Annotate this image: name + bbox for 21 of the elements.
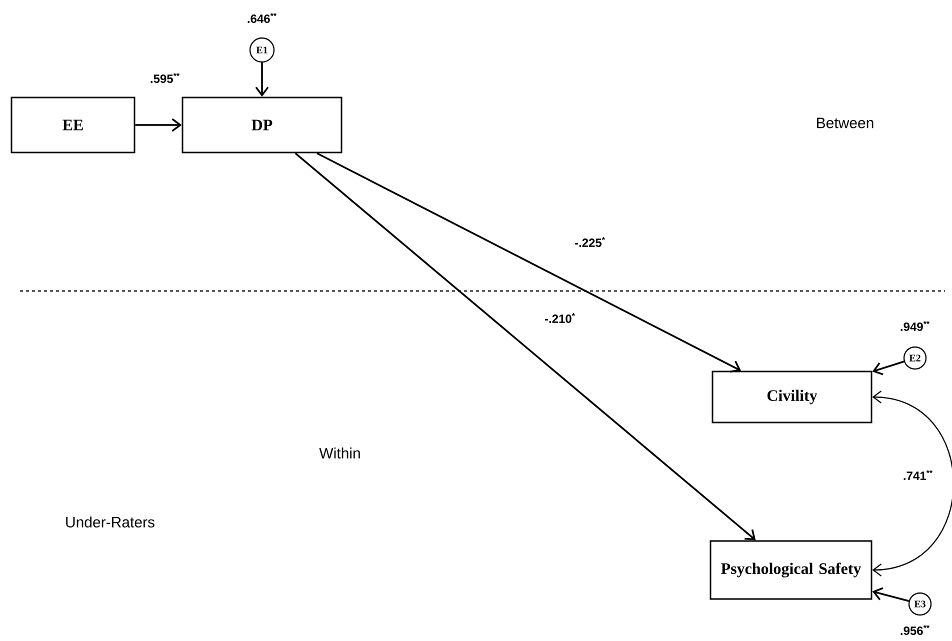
edge-label: .595$^{**}$ <box>148 72 182 84</box>
arrow <box>294 152 756 540</box>
arrow <box>872 587 910 602</box>
variable-box: DP <box>182 96 342 154</box>
arrow <box>135 118 182 132</box>
coefficient-label: .949$^{**}$ <box>900 321 930 331</box>
variable-box: Civility <box>712 370 872 424</box>
arrow <box>872 360 904 376</box>
edge-label: -.210$^{*}$ <box>544 312 576 324</box>
arrow <box>255 62 269 97</box>
region-label: Within <box>319 448 360 458</box>
edge-label: -.225$^{*}$ <box>574 236 606 248</box>
edge-label: .741$^{**}$ <box>902 469 934 481</box>
region-label: Under-Raters <box>66 516 154 528</box>
variable-box: Psychological Safety <box>710 540 872 600</box>
region-label: Between <box>817 118 874 128</box>
coefficient-label: .956$^{**}$ <box>900 625 930 635</box>
coefficient-label: .646$^{**}$ <box>248 13 277 23</box>
arrow <box>872 390 952 576</box>
arrow <box>316 152 742 373</box>
variable-box: EE <box>10 96 136 154</box>
